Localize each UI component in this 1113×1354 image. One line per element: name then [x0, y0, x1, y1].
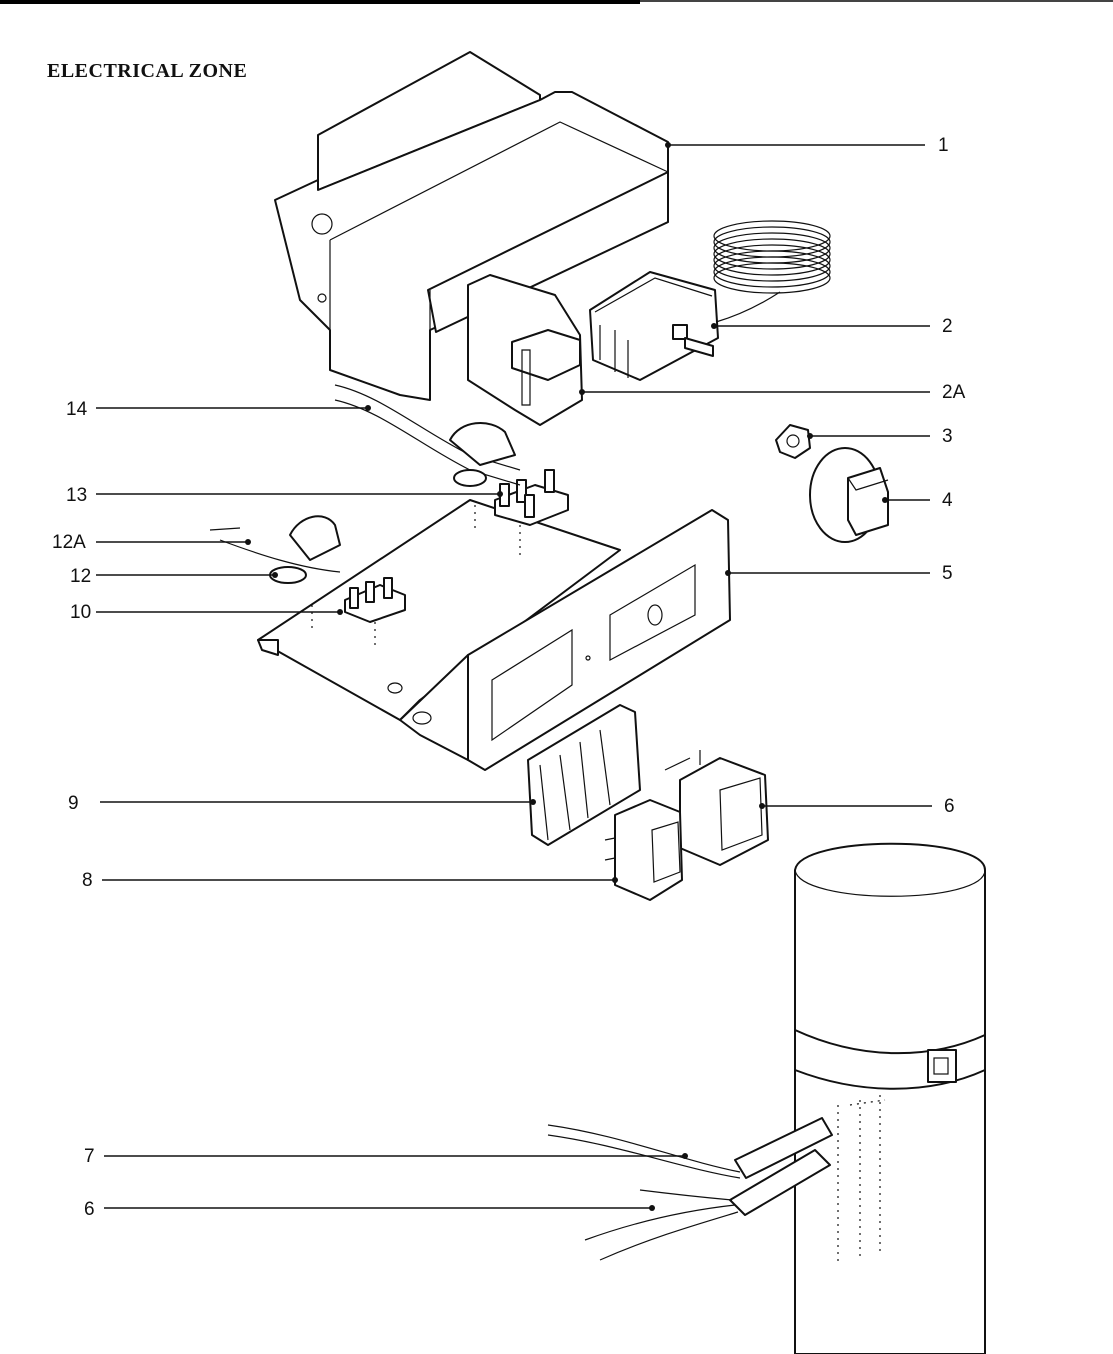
callout-6: 6	[759, 796, 955, 817]
callout-9: 8	[82, 870, 618, 891]
svg-text:2: 2	[942, 316, 953, 337]
part-thermostat-bracket	[467, 274, 583, 426]
part-thermostat	[589, 220, 831, 381]
svg-text:6: 6	[944, 796, 955, 817]
callout-5: 5	[725, 563, 953, 584]
top-rule	[0, 0, 640, 4]
callout-4: 4	[882, 490, 953, 511]
svg-text:10: 10	[70, 602, 91, 623]
part-terminal-block-11	[311, 577, 406, 648]
callout-14: 14	[66, 399, 371, 420]
part-nut	[775, 424, 811, 459]
page-title: ELECTRICAL ZONE	[47, 60, 248, 82]
svg-text:14: 14	[66, 399, 88, 420]
svg-text:3: 3	[942, 426, 953, 447]
svg-text:5: 5	[942, 563, 953, 584]
callout-1: 1	[665, 135, 949, 156]
part-cable-clamp-14	[334, 384, 521, 487]
svg-text:2A: 2A	[942, 382, 966, 403]
svg-text:6: 6	[84, 1199, 95, 1220]
part-heater-leads	[547, 1117, 833, 1261]
callout-2A: 2A	[579, 382, 966, 403]
callout-10: 9	[68, 793, 536, 814]
callout-7: 6	[84, 1199, 655, 1220]
part-knob	[809, 447, 889, 543]
part-switch-frame	[527, 704, 641, 846]
callout-8: 7	[84, 1146, 688, 1167]
part-terminal-block-13	[474, 469, 569, 560]
svg-text:7: 7	[84, 1146, 95, 1167]
callout-11: 10	[70, 602, 343, 623]
top-rule-thin	[640, 0, 1113, 2]
svg-text:13: 13	[66, 485, 87, 506]
callout-2: 2	[711, 316, 953, 337]
svg-text:12: 12	[70, 566, 91, 587]
part-rocker-switch-9	[604, 799, 683, 901]
svg-text:1: 1	[938, 135, 949, 156]
part-heater-cylinder	[794, 842, 986, 1354]
callout-12: 12	[70, 566, 278, 587]
svg-text:9: 9	[68, 793, 79, 814]
callout-12A: 12A	[52, 532, 251, 553]
svg-text:12A: 12A	[52, 532, 86, 553]
part-cable-clamp-12	[209, 515, 341, 584]
svg-text:8: 8	[82, 870, 93, 891]
callout-13: 13	[66, 485, 503, 506]
svg-text:4: 4	[942, 490, 953, 511]
callout-3: 3	[807, 426, 953, 447]
part-base-panel	[257, 499, 731, 771]
